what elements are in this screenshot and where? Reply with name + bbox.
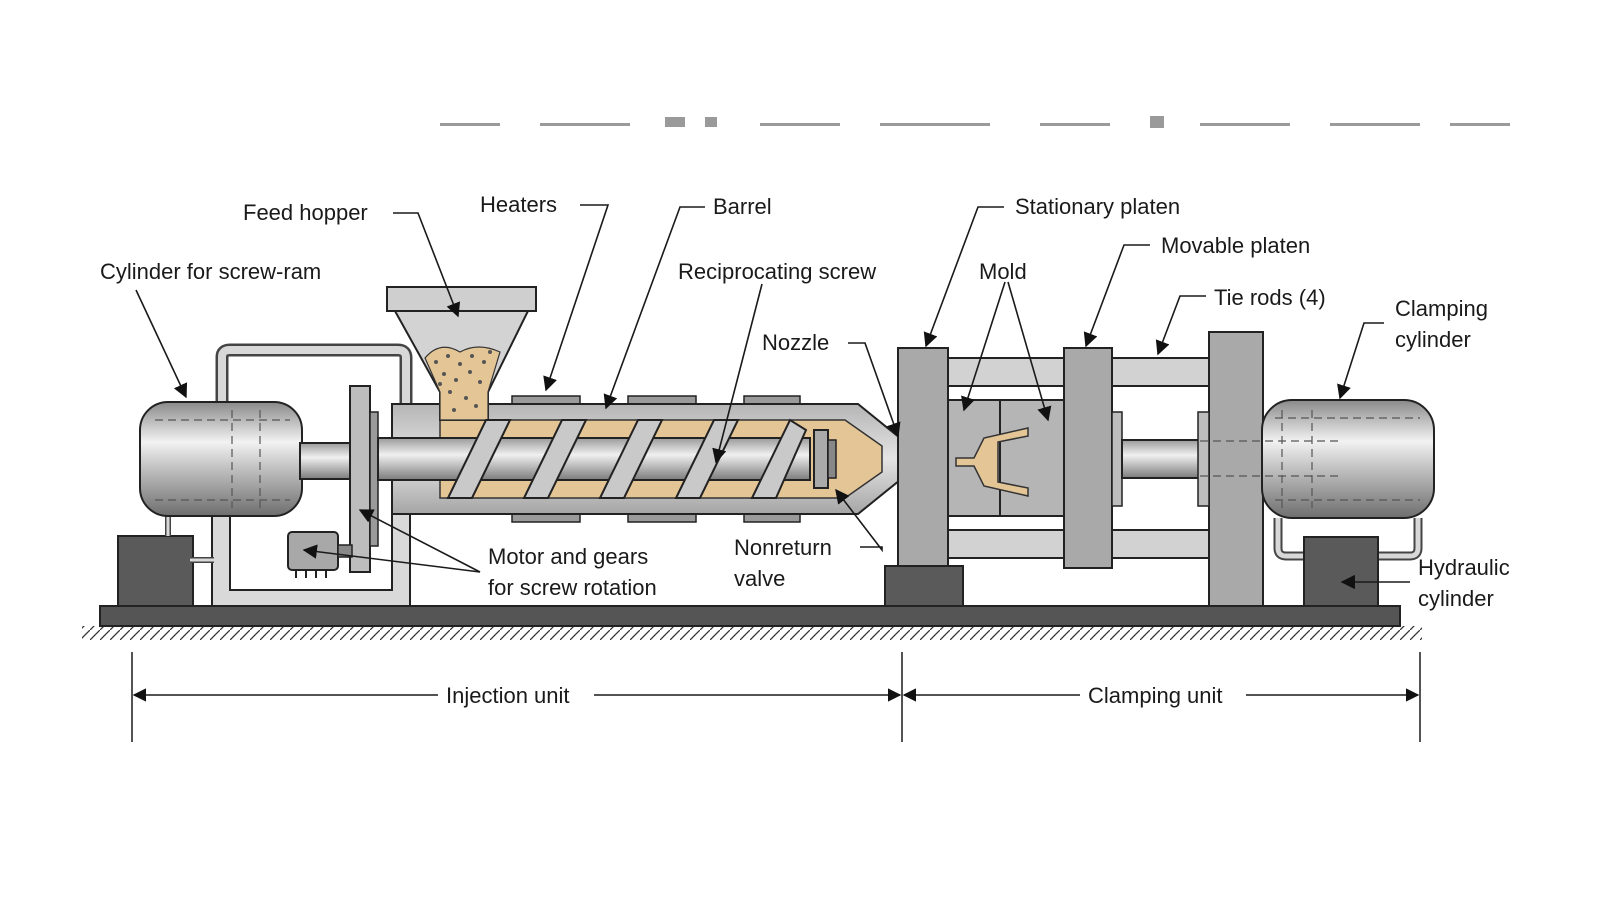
leader-lines <box>135 204 1410 590</box>
label-barrel: Barrel <box>713 194 772 219</box>
label-nonreturn-valve-line2: valve <box>734 566 785 591</box>
screw-ram-cylinder <box>139 401 303 517</box>
label-clamping-cylinder-line2: cylinder <box>1395 327 1471 352</box>
label-clamping-unit: Clamping unit <box>1088 683 1223 708</box>
movable-platen <box>1063 347 1113 569</box>
stationary-platen-foot <box>884 565 964 607</box>
heater-bands <box>511 395 801 523</box>
label-heaters: Heaters <box>480 192 557 217</box>
label-injection-unit: Injection unit <box>446 683 570 708</box>
cropped-text-remnant <box>440 116 1510 128</box>
gear-disc <box>349 385 371 573</box>
clamp-shaft <box>1121 439 1213 479</box>
hydraulic-box-left <box>117 535 194 607</box>
feed-hopper <box>386 286 537 421</box>
label-cylinder-screw-ram: Cylinder for screw-ram <box>100 259 321 284</box>
label-nonreturn-valve-line1: Nonreturn <box>734 535 832 560</box>
clamping-cylinder <box>1200 399 1435 519</box>
mold-cavity <box>955 427 1029 497</box>
label-nozzle: Nozzle <box>762 330 829 355</box>
label-stationary-platen: Stationary platen <box>1015 194 1180 219</box>
dimension-lines <box>131 652 1421 742</box>
label-feed-hopper: Feed hopper <box>243 200 368 225</box>
label-clamping-cylinder-line1: Clamping <box>1395 296 1488 321</box>
label-tie-rods: Tie rods (4) <box>1214 285 1326 310</box>
rear-platen <box>1208 331 1264 607</box>
machine-base <box>99 605 1401 627</box>
label-hydraulic-cylinder-line2: cylinder <box>1418 586 1494 611</box>
label-reciprocating-screw: Reciprocating screw <box>678 259 876 284</box>
stationary-platen <box>897 347 949 567</box>
label-mold: Mold <box>979 259 1027 284</box>
label-motor-gears-line2: for screw rotation <box>488 575 657 600</box>
reciprocating-screw <box>377 418 837 499</box>
ground-hatch <box>82 626 1422 640</box>
label-movable-platen: Movable platen <box>1161 233 1310 258</box>
label-hydraulic-cylinder-line1: Hydraulic <box>1418 555 1510 580</box>
label-motor-gears-line1: Motor and gears <box>488 544 648 569</box>
hydraulic-box-right <box>1303 536 1379 607</box>
